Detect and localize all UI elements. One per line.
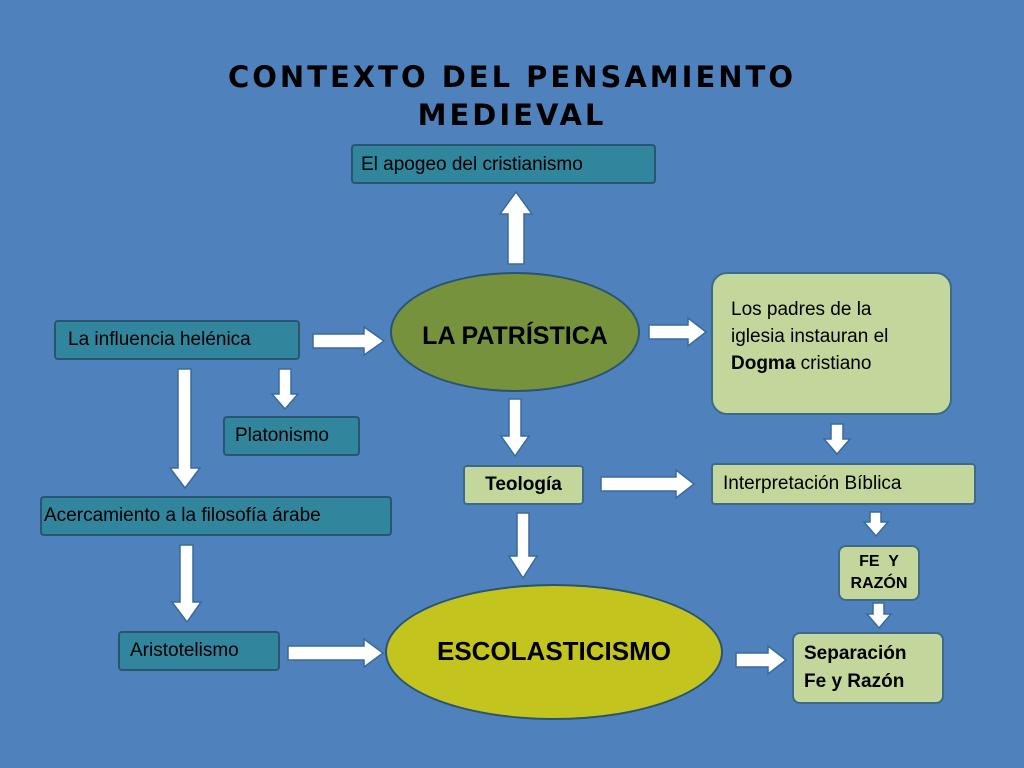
node-padres: Los padres de la iglesia instauran el Do…	[711, 272, 952, 415]
arrow-right-padres	[648, 316, 708, 348]
arrow-right-interpretacion	[600, 468, 696, 500]
node-separacion: Separación Fe y Razón	[792, 632, 944, 704]
dogma-bold: Dogma	[731, 353, 796, 374]
node-patristica: LA PATRÍSTICA	[390, 272, 640, 392]
node-separacion-line-1: Separación	[804, 643, 907, 664]
node-padres-line-2: iglesia instauran el	[731, 326, 889, 347]
node-teologia: Teología	[463, 465, 584, 505]
node-escolasticismo: ESCOLASTICISMO	[385, 584, 723, 720]
node-escolasticismo-label: ESCOLASTICISMO	[436, 636, 671, 666]
node-interpretacion: Interpretación Bíblica	[711, 463, 976, 505]
arrow-right-escolasticismo	[287, 637, 385, 669]
page-title: CONTEXTO DEL PENSAMIENTO MEDIEVAL	[0, 58, 1024, 134]
node-apogeo: El apogeo del cristianismo	[351, 144, 656, 184]
node-fe-razon: FE Y RAZÓN	[838, 545, 920, 601]
node-separacion-line-2: Fe y Razón	[804, 671, 905, 692]
arrow-down-aristotelismo	[170, 544, 203, 624]
node-padres-line-3: Dogma cristiano	[731, 350, 888, 377]
arrow-down-acercamiento	[168, 368, 202, 490]
node-influencia: La influencia helénica	[54, 320, 300, 360]
title-line-1: CONTEXTO DEL PENSAMIENTO	[228, 60, 796, 94]
node-acercamiento: Acercamiento a la filosofía árabe	[40, 496, 392, 536]
node-padres-line-1: Los padres de la	[731, 299, 872, 320]
node-padres-rest: cristiano	[795, 353, 872, 374]
arrow-down-separacion	[865, 602, 893, 630]
arrow-down-escolasticismo	[507, 512, 539, 580]
node-interpretacion-label: Interpretación Bíblica	[723, 473, 902, 494]
node-aristotelismo-label: Aristotelismo	[130, 640, 239, 661]
arrow-down-interpretacion	[822, 423, 852, 456]
node-platonismo: Platonismo	[223, 416, 360, 456]
arrow-right-separacion	[735, 644, 788, 676]
node-apogeo-label: El apogeo del cristianismo	[361, 154, 583, 175]
arrow-up-apogeo	[498, 190, 534, 265]
arrow-down-teologia	[499, 398, 531, 458]
node-acercamiento-label: Acercamiento a la filosofía árabe	[44, 505, 321, 526]
node-platonismo-label: Platonismo	[235, 425, 329, 446]
node-fe-razon-line-2: RAZÓN	[850, 575, 908, 592]
title-line-2: MEDIEVAL	[417, 98, 607, 132]
node-patristica-label: LA PATRÍSTICA	[422, 322, 608, 350]
arrow-down-fe-razon	[862, 511, 890, 538]
node-aristotelismo: Aristotelismo	[118, 631, 280, 671]
node-fe-razon-line-1: FE Y	[859, 553, 899, 570]
node-influencia-label: La influencia helénica	[68, 329, 251, 350]
node-teologia-label: Teología	[485, 474, 562, 495]
arrow-right-patristica	[312, 325, 386, 357]
arrow-down-platonismo	[270, 368, 300, 411]
